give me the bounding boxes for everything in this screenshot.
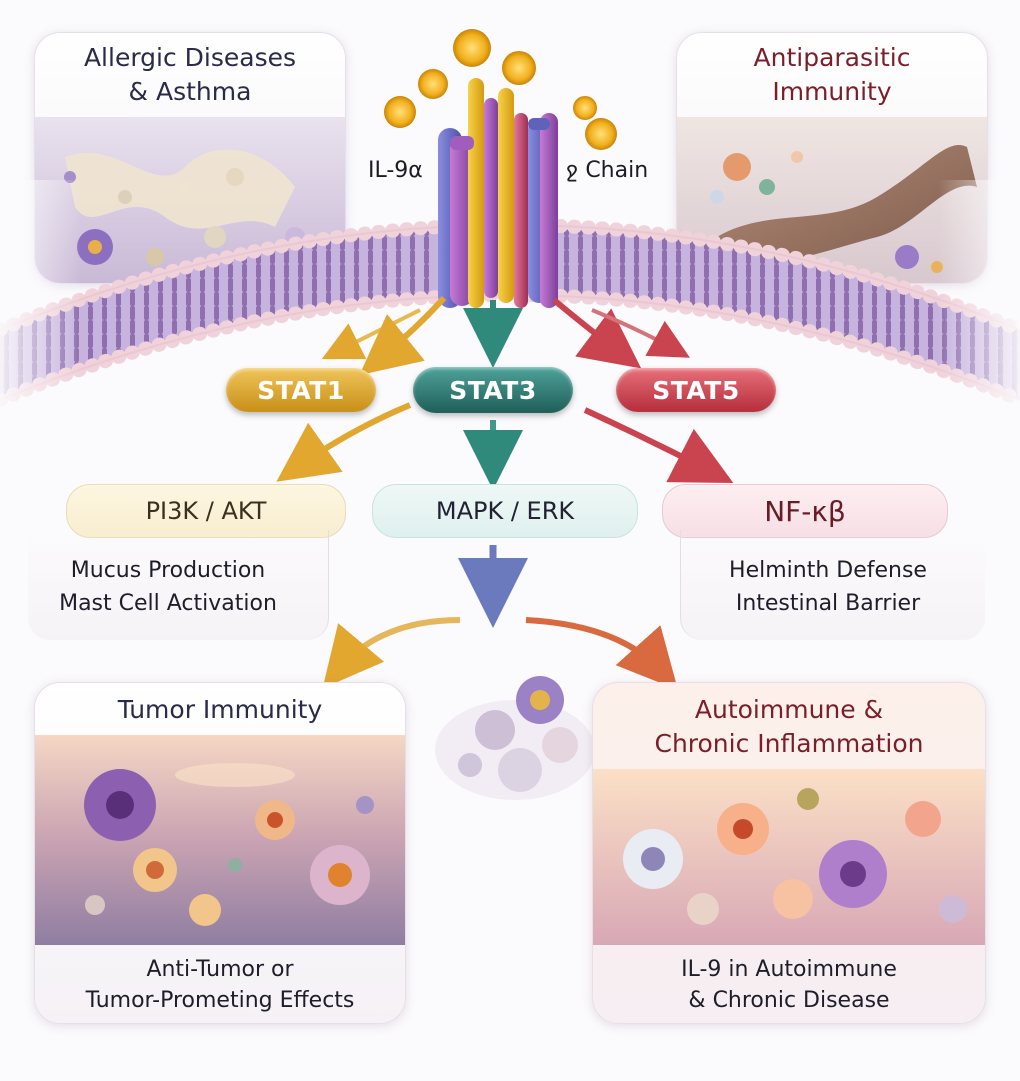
right-effects-box bbox=[680, 530, 985, 640]
autoimmune-title-line2: Chronic Inflammation bbox=[654, 729, 924, 758]
autoimmune-caption-line2: & Chronic Disease bbox=[688, 988, 890, 1013]
il9-receptor-complex bbox=[384, 29, 617, 308]
left-effects-box bbox=[28, 530, 329, 640]
inflamed-tissue-illustration bbox=[593, 769, 985, 945]
antiparasitic-title-line2: Immunity bbox=[772, 77, 892, 106]
nf-kb-node: NF-κβ bbox=[662, 484, 948, 538]
arrow-to-autoimmune bbox=[525, 617, 679, 690]
tumor-immunity-panel: Tumor Immunity Anti-Tumor or Tumor-Prome… bbox=[34, 682, 406, 1024]
tumor-immunity-title: Tumor Immunity bbox=[117, 695, 323, 724]
il9-ligand-ball bbox=[502, 51, 536, 85]
tumor-caption-line2: Tumor-Prometing Effects bbox=[85, 988, 355, 1013]
il9-ligand-ball bbox=[384, 96, 416, 128]
mucus-production-text: Mucus Production bbox=[70, 558, 266, 583]
tumor-caption-line1: Anti-Tumor or bbox=[146, 957, 294, 982]
arrow-to-pi3k bbox=[276, 402, 412, 482]
il9-ligand-ball bbox=[418, 69, 448, 99]
stat3-node: STAT3 bbox=[413, 367, 573, 413]
helminth-defense-text: Helminth Defense bbox=[729, 558, 927, 583]
pi3k-akt-node: PI3K / AKT bbox=[66, 484, 346, 538]
autoimmune-title-line1: Autoimmune & bbox=[694, 695, 884, 724]
il9-ligand-ball bbox=[585, 118, 617, 150]
allergic-title-line1: Allergic Diseases bbox=[83, 43, 297, 72]
autoimmune-caption-line1: IL-9 in Autoimmune bbox=[681, 957, 897, 982]
tumor-microenvironment-illustration bbox=[35, 735, 405, 945]
il9-ligand-ball bbox=[453, 29, 491, 67]
gamma-chain-label: ջ Chain bbox=[566, 158, 649, 183]
arrow-to-tumor bbox=[322, 617, 461, 689]
intestinal-barrier-text: Intestinal Barrier bbox=[735, 591, 921, 616]
autoimmune-inflammation-panel: Autoimmune & Chronic Inflammation IL-9 i… bbox=[592, 682, 986, 1024]
il9-ligand-ball bbox=[573, 96, 597, 120]
allergic-title-line2: & Asthma bbox=[128, 77, 252, 106]
mast-cell-activation-text: Mast Cell Activation bbox=[59, 591, 277, 616]
mapk-erk-node: MAPK / ERK bbox=[372, 484, 638, 538]
stat1-node: STAT1 bbox=[226, 368, 376, 412]
il9-alpha-label: IL-9α bbox=[368, 158, 423, 183]
antiparasitic-title-line1: Antiparasitic bbox=[753, 43, 911, 72]
immune-cell-cluster bbox=[435, 676, 595, 800]
arrow-to-stat5 bbox=[552, 297, 642, 369]
arrow-to-stat1 bbox=[359, 295, 447, 376]
arrow-to-nfkb bbox=[583, 407, 734, 484]
arrow-to-stat5 bbox=[591, 308, 690, 358]
stat5-node: STAT5 bbox=[616, 368, 776, 412]
